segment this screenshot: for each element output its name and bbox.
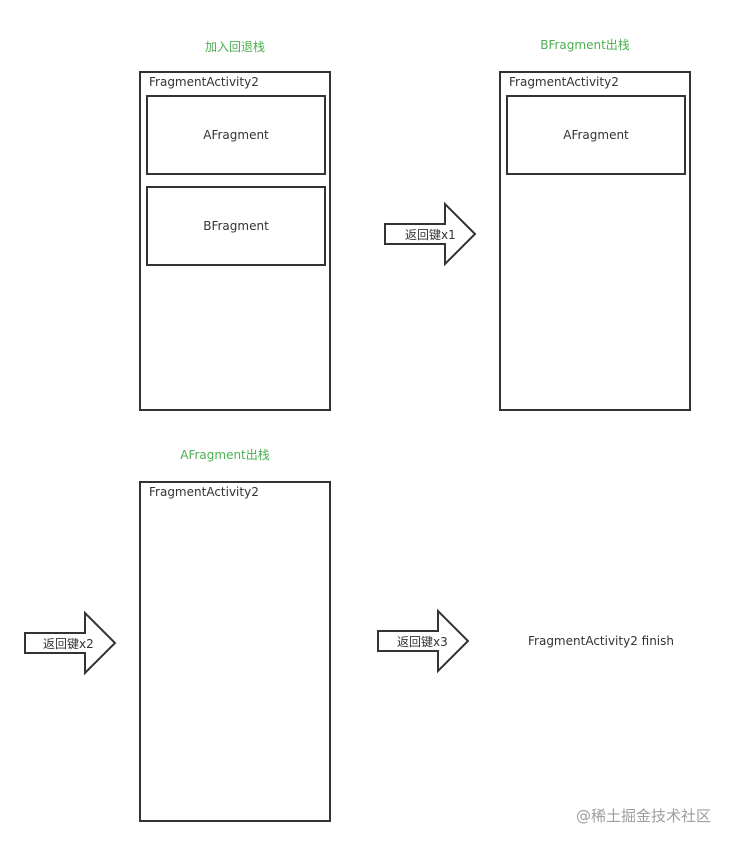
watermark: @稀土掘金技术社区 [576, 807, 712, 825]
activity-label: FragmentActivity2 [149, 485, 259, 499]
activity-label: FragmentActivity2 [509, 75, 619, 89]
arrow-label-x1: 返回键x1 [405, 228, 456, 242]
activity-stage-2: FragmentActivity2 AFragment [499, 71, 691, 411]
arrow-back-x2: 返回键x2 [24, 610, 117, 676]
activity-label: FragmentActivity2 [149, 75, 259, 89]
arrow-label-x2: 返回键x2 [43, 637, 94, 651]
arrow-back-x1: 返回键x1 [384, 201, 477, 267]
activity-stage-3: FragmentActivity2 [139, 481, 331, 822]
caption-add-backstack: 加入回退栈 [204, 40, 265, 54]
fragment-a: AFragment [506, 95, 686, 175]
arrow-label-x3: 返回键x3 [397, 635, 448, 649]
fragment-b: BFragment [146, 186, 326, 266]
fragment-a: AFragment [146, 95, 326, 175]
finish-text: FragmentActivity2 finish [528, 634, 674, 648]
arrow-back-x3: 返回键x3 [377, 608, 470, 674]
caption-b-pop: BFragment出栈 [540, 38, 630, 52]
caption-a-pop: AFragment出栈 [180, 448, 270, 462]
activity-stage-1: FragmentActivity2 AFragment BFragment [139, 71, 331, 411]
